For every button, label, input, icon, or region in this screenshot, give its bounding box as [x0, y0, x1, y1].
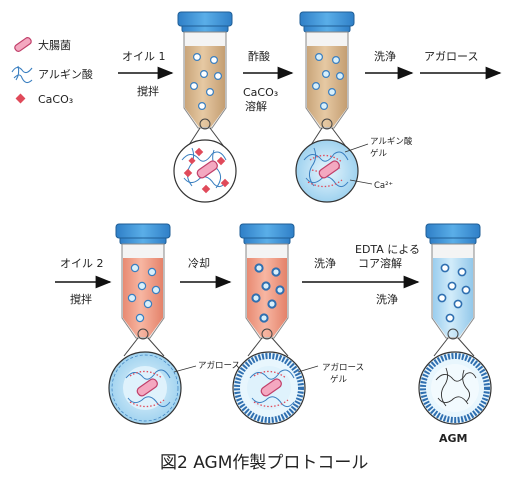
alginate-gel-annotation: アルギン酸 ゲル Ca²⁺ — [344, 136, 413, 191]
figure-caption: 図2 AGM作製プロトコール — [160, 453, 368, 473]
tube-4 — [239, 223, 295, 340]
ecoli-cell — [196, 160, 218, 179]
step-cool: 冷却 — [180, 257, 232, 289]
agarose-gel-label-1: アガロース — [322, 362, 364, 373]
stir2-label: 撹拌 — [70, 292, 92, 306]
legend-alginate-label: アルギン酸 — [38, 67, 93, 81]
agarose-gel-label-2: ゲル — [330, 374, 348, 385]
edta-label-line1: EDTA による — [355, 243, 420, 256]
alginate-legend-icon — [11, 65, 33, 84]
legend: 大腸菌 アルギン酸 CaCO₃ — [11, 37, 93, 106]
wash1-label: 洗浄 — [374, 49, 396, 63]
caco3-dissolve-line2: 溶解 — [245, 99, 267, 113]
acetic-label: 酢酸 — [248, 49, 270, 63]
zoom-droplet-4 — [232, 337, 306, 425]
step-oil2: オイル 2 撹拌 — [55, 257, 112, 306]
ca-ion-label: Ca²⁺ — [374, 181, 393, 191]
caco3-dissolve-line1: CaCO₃ — [243, 86, 278, 99]
alginate-gel-label-1: アルギン酸 — [370, 136, 413, 147]
agm-label: AGM — [439, 432, 468, 445]
zoom-droplet-1 — [173, 127, 237, 203]
legend-ecoli-label: 大腸菌 — [38, 38, 71, 52]
oil2-label: オイル 2 — [60, 257, 104, 270]
oil1-label: オイル 1 — [122, 50, 166, 63]
wash3-label: 洗浄 — [376, 292, 398, 306]
ecoli-legend-icon — [14, 37, 32, 52]
zoom-droplet-2 — [295, 127, 359, 203]
tube-3 — [115, 223, 171, 340]
step-acetic: 酢酸 CaCO₃ 溶解 — [243, 49, 294, 113]
agarose-label: アガロース — [198, 360, 240, 371]
alginate-gel-label-2: ゲル — [370, 148, 388, 159]
tube-2 — [299, 11, 355, 130]
ecoli-cell — [318, 160, 340, 179]
agarose-step-label: アガロース — [424, 50, 478, 63]
edta-label-line2: コア溶解 — [358, 256, 402, 270]
zoom-droplet-3 — [108, 337, 182, 425]
agarose-annotation: アガロース — [173, 360, 240, 373]
ecoli-cell — [260, 378, 282, 397]
step-oil1: オイル 1 撹拌 — [118, 50, 174, 98]
agarose-gel-annotation: アガロース ゲル — [297, 362, 364, 385]
tube-5 — [425, 223, 481, 340]
cool-label: 冷却 — [188, 257, 210, 270]
wash2-label: 洗浄 — [314, 256, 336, 270]
ecoli-cell — [136, 378, 158, 397]
tube-1 — [177, 11, 233, 130]
zoom-agm — [418, 337, 492, 425]
legend-caco3-label: CaCO₃ — [38, 93, 73, 106]
caco3-legend-icon — [15, 93, 26, 104]
step-edta: 洗浄 EDTA による コア溶解 洗浄 — [302, 243, 420, 306]
stir1-label: 撹拌 — [137, 84, 159, 98]
step-wash-agarose: 洗浄 アガロース — [365, 49, 502, 80]
